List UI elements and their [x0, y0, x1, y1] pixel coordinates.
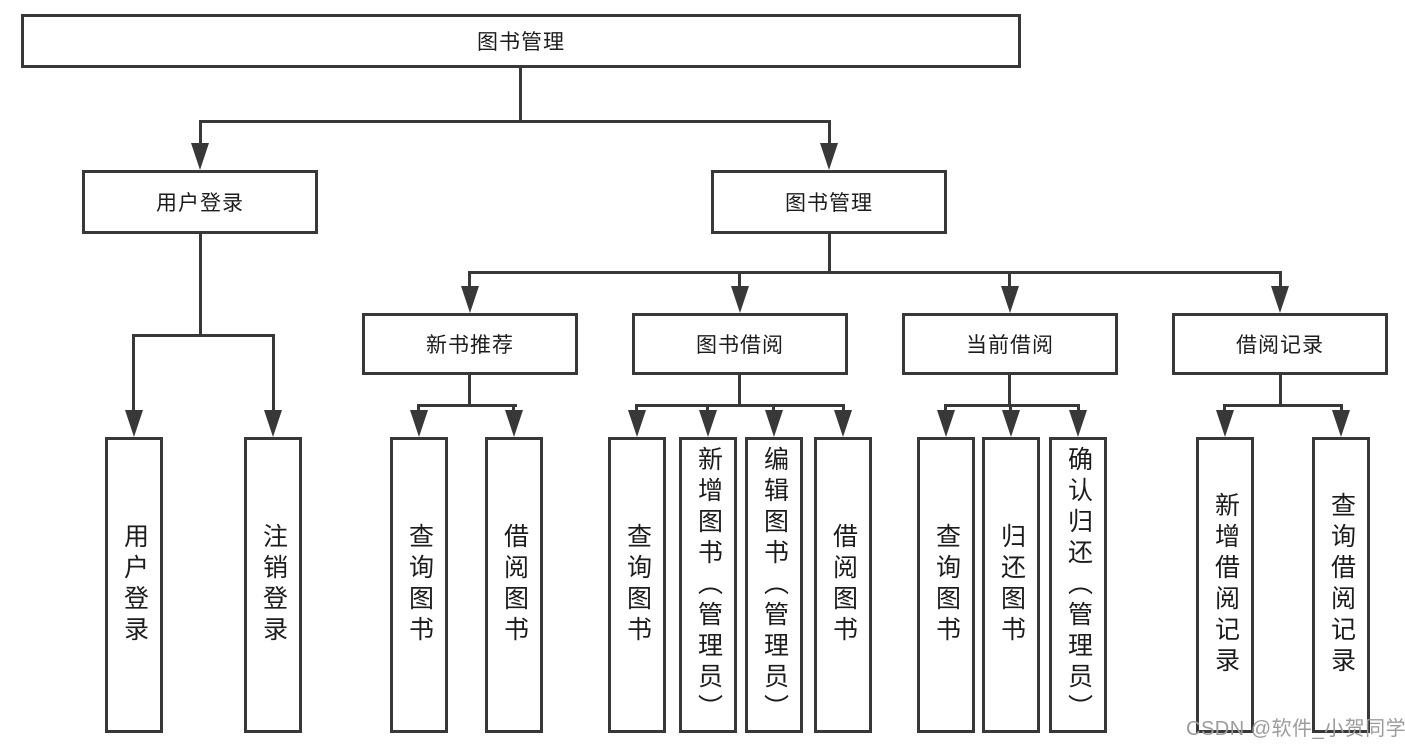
connector-user-login-stem: [199, 234, 202, 337]
connector-drop-borrow-records: [1279, 271, 1282, 289]
node-book-borrow-label: 图书借阅: [696, 334, 784, 357]
connector-root-rail: [199, 120, 831, 123]
connector-new-book-stem: [468, 375, 471, 407]
node-user-login: 用户登录: [82, 170, 318, 234]
leaf-br-query-record: 查询借阅记录: [1312, 437, 1370, 733]
connector-drop-bb-borrow: [842, 404, 845, 414]
arrow-user-login: [191, 143, 209, 170]
arrow-leaf-user-login: [125, 410, 143, 437]
connector-drop-cb-query: [944, 404, 947, 414]
connector-drop-br-add: [1223, 404, 1226, 414]
arrow-new-book: [461, 286, 479, 313]
connector-drop-current-borrow: [1008, 271, 1011, 289]
arrow-nb-borrow: [505, 410, 523, 437]
leaf-bb-edit-books-admin: 编辑图书（管理员）: [745, 437, 803, 733]
connector-drop-bb-edit: [772, 404, 775, 414]
arrow-borrow-records: [1271, 286, 1289, 313]
connector-book-borrow-rail: [635, 404, 845, 407]
leaf-logout: 注销登录: [244, 437, 302, 733]
arrow-bb-borrow: [834, 410, 852, 437]
leaf-cb-confirm-return-admin-label: 确认归还（管理员）: [1064, 445, 1093, 725]
node-root-label: 图书管理: [477, 31, 565, 54]
connector-drop-book-borrow: [738, 271, 741, 289]
node-new-book-recommend: 新书推荐: [362, 313, 578, 375]
connector-user-login-rail: [132, 334, 275, 337]
connector-drop-br-query: [1340, 404, 1343, 414]
connector-drop-new-book: [468, 271, 471, 289]
node-root: 图书管理: [21, 14, 1021, 68]
node-new-book-recommend-label: 新书推荐: [426, 334, 514, 357]
connector-drop-user-login: [199, 120, 202, 146]
leaf-nb-borrow-books-label: 借阅图书: [500, 523, 529, 647]
node-user-login-label: 用户登录: [156, 192, 244, 215]
node-borrow-records-label: 借阅记录: [1236, 334, 1324, 357]
node-book-borrow: 图书借阅: [632, 313, 848, 375]
arrow-cb-query: [937, 410, 955, 437]
watermark: CSDN @软件_小贺同学: [1186, 718, 1405, 740]
arrow-book-borrow: [731, 286, 749, 313]
leaf-bb-query-books-label: 查询图书: [623, 523, 652, 647]
connector-drop-leaf-user-login: [132, 334, 135, 412]
leaf-bb-edit-books-admin-label: 编辑图书（管理员）: [760, 445, 789, 725]
leaf-user-login-label: 用户登录: [120, 523, 149, 647]
leaf-nb-query-books: 查询图书: [390, 437, 448, 733]
connector-drop-nb-query: [417, 404, 420, 414]
leaf-bb-query-books: 查询图书: [608, 437, 666, 733]
connector-current-borrow-rail: [944, 404, 1080, 407]
arrow-cb-return: [1002, 410, 1020, 437]
connector-drop-book-management: [828, 120, 831, 146]
connector-drop-leaf-logout: [272, 334, 275, 412]
leaf-cb-query-books: 查询图书: [917, 437, 975, 733]
arrow-bb-add: [699, 410, 717, 437]
connector-borrow-records-rail: [1223, 404, 1343, 407]
leaf-cb-confirm-return-admin: 确认归还（管理员）: [1049, 437, 1107, 733]
arrow-nb-query: [410, 410, 428, 437]
leaf-cb-return-books: 归还图书: [982, 437, 1040, 733]
connector-book-management-stem: [828, 234, 831, 274]
leaf-nb-query-books-label: 查询图书: [405, 523, 434, 647]
arrow-bb-edit: [765, 410, 783, 437]
leaf-cb-return-books-label: 归还图书: [997, 523, 1026, 647]
connector-drop-cb-confirm: [1077, 404, 1080, 414]
leaf-bb-borrow-books-label: 借阅图书: [829, 523, 858, 647]
arrow-cb-confirm: [1069, 410, 1087, 437]
connector-book-management-rail: [468, 271, 1282, 274]
leaf-cb-query-books-label: 查询图书: [932, 523, 961, 647]
connector-new-book-rail: [417, 404, 517, 407]
leaf-br-add-record: 新增借阅记录: [1196, 437, 1254, 733]
leaf-bb-borrow-books: 借阅图书: [814, 437, 872, 733]
arrow-book-management: [820, 143, 838, 170]
node-borrow-records: 借阅记录: [1172, 313, 1388, 375]
node-book-management-label: 图书管理: [785, 192, 873, 215]
leaf-bb-add-books-admin: 新增图书（管理员）: [679, 437, 737, 733]
connector-book-borrow-stem: [738, 375, 741, 407]
connector-drop-bb-query: [635, 404, 638, 414]
arrow-br-query: [1332, 410, 1350, 437]
node-book-management: 图书管理: [711, 170, 947, 234]
connector-borrow-records-stem: [1279, 375, 1282, 407]
arrow-leaf-logout: [264, 410, 282, 437]
leaf-br-add-record-label: 新增借阅记录: [1211, 492, 1240, 678]
connector-current-borrow-stem: [1008, 375, 1011, 407]
arrow-current-borrow: [1001, 286, 1019, 313]
connector-drop-nb-borrow: [512, 404, 515, 414]
leaf-user-login: 用户登录: [105, 437, 163, 733]
connector-drop-bb-add: [706, 404, 709, 414]
leaf-bb-add-books-admin-label: 新增图书（管理员）: [694, 445, 723, 725]
arrow-bb-query: [628, 410, 646, 437]
connector-root-stem: [519, 68, 522, 123]
leaf-logout-label: 注销登录: [259, 523, 288, 647]
node-current-borrow-label: 当前借阅: [966, 334, 1054, 357]
node-current-borrow: 当前借阅: [902, 313, 1118, 375]
leaf-br-query-record-label: 查询借阅记录: [1327, 492, 1356, 678]
connector-drop-cb-return: [1009, 404, 1012, 414]
leaf-nb-borrow-books: 借阅图书: [485, 437, 543, 733]
arrow-br-add: [1216, 410, 1234, 437]
